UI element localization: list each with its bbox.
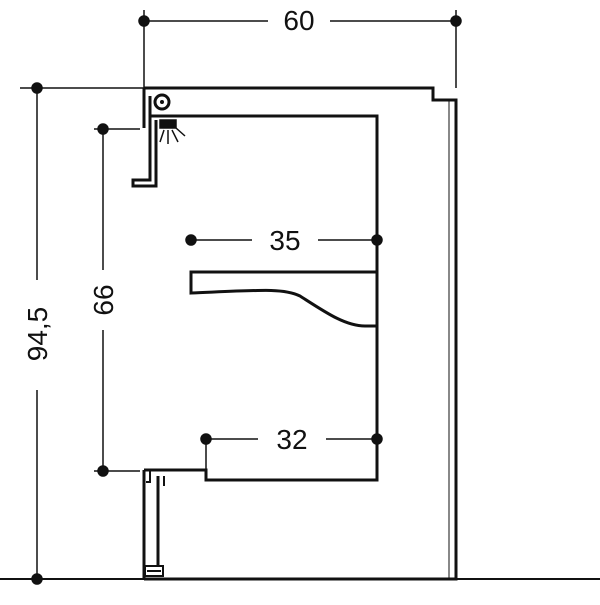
- base-foot: [144, 470, 165, 577]
- dim-shelf-depth: [185, 234, 383, 272]
- cabinet-outline: [142, 86, 458, 581]
- dim-top-width-label: 60: [283, 5, 314, 36]
- dim-bottom-depth: [200, 433, 383, 470]
- dim-inner-height: [94, 123, 140, 477]
- dim-total-height-label: 94,5: [22, 307, 53, 362]
- dim-inner-height-label: 66: [88, 284, 119, 315]
- dim-total-height: [20, 82, 144, 585]
- basin-shelf: [189, 270, 379, 328]
- dim-top-width: [138, 10, 462, 88]
- dim-shelf-depth-label: 35: [269, 225, 300, 256]
- hinge-icon: [153, 93, 171, 111]
- dim-bottom-depth-label: 32: [276, 424, 307, 455]
- light-assembly: [131, 93, 186, 188]
- downlight-icon: [159, 119, 186, 144]
